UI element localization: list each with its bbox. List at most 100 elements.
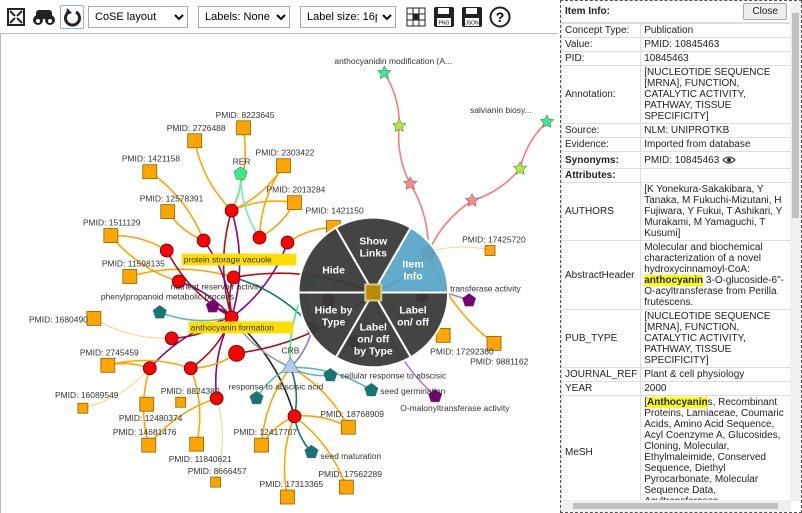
publication-node[interactable]	[100, 357, 116, 373]
node-label: seed maturation	[320, 451, 381, 461]
row-key: Source:	[560, 123, 642, 138]
publication-node[interactable]	[210, 476, 222, 488]
concept-node[interactable]	[402, 176, 418, 190]
menu-item-hide[interactable]	[297, 226, 376, 294]
concept-node[interactable]	[512, 161, 528, 175]
save-png-icon[interactable]: PNG	[432, 5, 456, 29]
publication-node[interactable]	[139, 396, 155, 412]
edge	[289, 367, 298, 417]
gene-node[interactable]	[164, 331, 179, 346]
publication-node[interactable]	[77, 402, 89, 414]
publication-node[interactable]	[340, 419, 356, 435]
publication-node[interactable]	[435, 327, 451, 343]
concept-node[interactable]	[464, 193, 480, 207]
edge	[283, 415, 296, 498]
gene-node[interactable]	[280, 235, 295, 250]
gene-node[interactable]	[224, 203, 239, 218]
node-label: transferase activity	[450, 283, 521, 293]
concept-node[interactable]	[249, 390, 264, 405]
node-label: cellular response to abscisic	[340, 370, 447, 380]
concept-node[interactable]	[428, 388, 443, 403]
save-json-icon[interactable]: JSON	[460, 5, 484, 29]
menu-item-label-on-off[interactable]	[371, 291, 450, 359]
concept-node[interactable]	[281, 356, 300, 373]
horizontal-scrollbar[interactable]	[561, 500, 791, 512]
binoculars-icon[interactable]	[32, 5, 56, 29]
node-label: salvianin biosy...	[470, 105, 532, 115]
item-info-panel: Item Info:Close Concept Type:Publication…	[560, 0, 802, 513]
publication-node[interactable]	[280, 489, 295, 505]
publication-node[interactable]	[175, 396, 187, 408]
layout-select[interactable]: CoSE layout	[88, 5, 188, 28]
node-label: PMID: 8666457	[188, 466, 247, 476]
publication-node[interactable]	[254, 437, 269, 453]
concept-node[interactable]	[323, 367, 338, 382]
edge	[383, 72, 401, 126]
publication-node[interactable]	[338, 479, 354, 495]
grid-icon[interactable]	[404, 5, 428, 29]
publication-node[interactable]	[122, 269, 138, 284]
edge	[107, 359, 191, 370]
concept-node[interactable]	[364, 382, 379, 397]
gene-node[interactable]	[183, 361, 198, 376]
concept-node[interactable]	[304, 444, 319, 459]
concept-node[interactable]	[233, 166, 248, 180]
gene-node[interactable]	[226, 270, 241, 285]
node-label: CRB	[281, 345, 299, 355]
publication-node[interactable]	[86, 311, 102, 326]
gene-node[interactable]	[171, 274, 186, 289]
eye-icon[interactable]	[722, 156, 736, 164]
concept-node[interactable]	[205, 299, 220, 313]
node-label: PMID: 12480374	[119, 413, 183, 423]
node-label: PMID: 8223645	[216, 110, 275, 120]
publication-node[interactable]	[236, 120, 251, 136]
table-row: Synonyms:PMID: 10845463	[560, 151, 791, 169]
gene-node[interactable]	[209, 391, 224, 406]
node-label: PMID: 1511129	[83, 218, 141, 228]
edge	[110, 234, 168, 252]
publication-node[interactable]	[160, 204, 176, 220]
publication-node[interactable]	[484, 245, 496, 256]
menu-item-hide-by-type[interactable]	[297, 291, 376, 359]
node-label: phenylpropanoid metabolic process	[101, 291, 234, 301]
fit-icon[interactable]	[4, 5, 28, 29]
publication-node[interactable]	[486, 335, 502, 351]
publication-node[interactable]	[187, 133, 203, 149]
labels-select[interactable]: Labels: None	[198, 5, 290, 28]
gene-node[interactable]	[287, 409, 302, 424]
publication-node[interactable]	[142, 164, 158, 180]
menu-item-item-info[interactable]	[371, 226, 450, 294]
relayout-icon[interactable]	[60, 4, 84, 29]
node-label: PMID: 18768909	[320, 409, 384, 419]
gene-node[interactable]	[159, 243, 174, 258]
publication-node[interactable]	[287, 195, 302, 211]
table-row: PUB_TYPE[NUCLEOTIDE SEQUENCE [MRNA], FUN…	[560, 309, 791, 368]
gene-node[interactable]	[228, 344, 245, 362]
publication-node[interactable]	[276, 158, 291, 174]
label-size-select[interactable]: Label size: 16px	[300, 5, 396, 28]
table-row: Concept Type:Publication	[560, 23, 791, 38]
concept-node[interactable]	[152, 305, 167, 319]
concept-node[interactable]	[377, 65, 392, 80]
vertical-scrollbar[interactable]	[790, 1, 801, 501]
label-highlight	[188, 321, 294, 334]
gene-node[interactable]	[196, 233, 211, 248]
node-label: PMID: 2303422	[256, 148, 315, 158]
selected-publication-node[interactable]	[364, 283, 383, 302]
concept-node[interactable]	[462, 293, 477, 307]
gene-node[interactable]	[142, 361, 157, 376]
edge	[93, 317, 172, 339]
close-button[interactable]: Close	[743, 3, 787, 20]
concept-node[interactable]	[392, 118, 407, 132]
concept-node[interactable]	[539, 114, 555, 128]
menu-item-show-links[interactable]	[334, 216, 413, 295]
node-label: PMID: 9881162	[470, 356, 529, 366]
publication-node[interactable]	[141, 437, 157, 453]
menu-item-label-on-off-by-type[interactable]	[334, 290, 413, 369]
gene-node[interactable]	[252, 230, 267, 245]
help-icon[interactable]: ?	[488, 5, 512, 29]
publication-node[interactable]	[189, 436, 205, 452]
publication-node[interactable]	[103, 228, 119, 243]
